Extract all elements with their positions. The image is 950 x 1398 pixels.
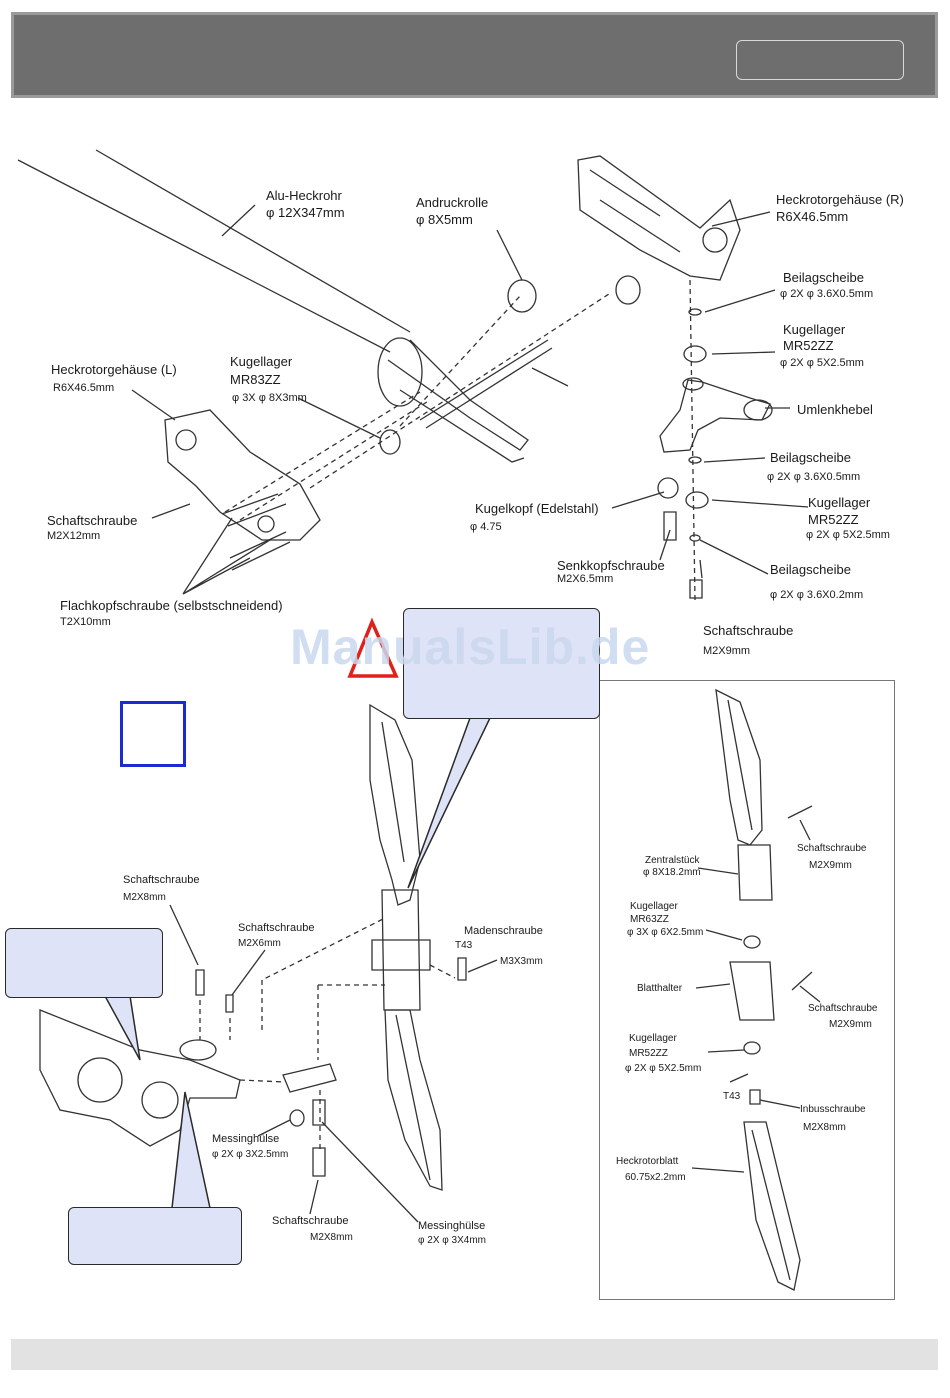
label-kugellager-mr52zz-2-type: MR52ZZ: [808, 512, 859, 527]
label-messinghuelse-1-size: φ 2X φ 3X2.5mm: [212, 1149, 289, 1160]
label-senkkopfschraube-size: M2X6.5mm: [557, 573, 614, 585]
right-housing: [577, 155, 741, 281]
tail-shaft: [419, 339, 553, 429]
label-inset-zentralstueck: Zentralstück: [645, 855, 700, 866]
label-beilagscheibe-2-size: φ 2X φ 3.6X0.5mm: [767, 471, 861, 483]
rotor-blade-top: [369, 703, 421, 906]
inset-blade-bottom: [743, 1121, 801, 1291]
label-inset-kugellager-mr52zz: Kugellager: [629, 1033, 677, 1044]
label-alu-heckrohr: Alu-Heckrohr: [266, 188, 342, 203]
label-beilagscheibe-3: Beilagscheibe: [770, 562, 851, 577]
callout-bottom-pointer: [171, 1091, 211, 1209]
label-inset-schaftschraube-2-size: M2X9mm: [829, 1019, 872, 1030]
watermark: ManualsLib.de: [290, 619, 651, 675]
label-flachkopfschraube-size: T2X10mm: [60, 616, 111, 628]
label-heckrotorgehaeuse-l: Heckrotorgehäuse (L): [51, 362, 177, 377]
rotor-hub: [381, 889, 421, 1011]
label-schaftschraube-m2x8-top: Schaftschraube: [123, 874, 200, 886]
label-messinghuelse-1: Messinghülse: [212, 1133, 280, 1145]
label-messinghuelse-2-size: φ 2X φ 3X4mm: [418, 1235, 486, 1246]
label-inset-schaftschraube-2: Schaftschraube: [808, 1003, 878, 1014]
label-beilagscheibe-3-size: φ 2X φ 3.6X0.2mm: [770, 589, 864, 601]
label-inset-heckrotorblatt-size: 60.75x2.2mm: [625, 1172, 686, 1183]
label-andruckrolle: Andruckrolle: [416, 195, 489, 210]
label-inset-kugellager-mr63zz-size: φ 3X φ 6X2.5mm: [627, 927, 704, 938]
label-kugellager-mr52zz-1-type: MR52ZZ: [783, 338, 834, 353]
footer-bar: [11, 1339, 938, 1370]
label-kugellager-mr52zz-1-size: φ 2X φ 5X2.5mm: [780, 357, 864, 369]
adhesive-hint-box: [120, 701, 186, 767]
label-kugelkopf-size: φ 4.75: [470, 521, 502, 533]
label-madenschraube-tool: T43: [455, 940, 473, 951]
umlenkhebel-art: [659, 379, 771, 453]
label-inset-inbusschraube-size: M2X8mm: [803, 1122, 846, 1133]
label-inset-zentralstueck-size: φ 8X18.2mm: [643, 867, 701, 878]
label-inset-kugellager-mr63zz-type: MR63ZZ: [630, 914, 669, 925]
label-inset-kugellager-mr52zz-size: φ 2X φ 5X2.5mm: [625, 1063, 702, 1074]
label-schaftschraube-m2x8-bottom-size: M2X8mm: [310, 1232, 353, 1243]
label-senkkopfschraube: Senkkopfschraube: [557, 558, 665, 573]
label-kugellager-mr52zz-1: Kugellager: [783, 322, 846, 337]
tail-boom: [17, 149, 411, 353]
label-inset-kugellager-mr52zz-type: MR52ZZ: [629, 1048, 668, 1059]
label-kugellager-mr83zz-type: MR83ZZ: [230, 372, 281, 387]
left-housing: [164, 409, 321, 541]
label-alu-heckrohr-size: φ 12X347mm: [266, 205, 345, 220]
label-inset-kugellager-mr63zz: Kugellager: [630, 901, 678, 912]
label-beilagscheibe-1-size: φ 2X φ 3.6X0.5mm: [780, 288, 874, 300]
label-schaftschraube-m2x12: Schaftschraube: [47, 513, 138, 528]
label-schaftschraube-m2x6-size: M2X6mm: [238, 938, 281, 949]
label-andruckrolle-size: φ 8X5mm: [416, 212, 473, 227]
label-schaftschraube-m2x9: Schaftschraube: [703, 623, 794, 638]
inset-hub: [737, 844, 773, 901]
label-schaftschraube-m2x6: Schaftschraube: [238, 922, 315, 934]
label-flachkopfschraube: Flachkopfschraube (selbstschneidend): [60, 598, 283, 613]
callout-top-pointer: [407, 717, 492, 889]
label-beilagscheibe-2: Beilagscheibe: [770, 450, 851, 465]
label-inset-inbusschraube: Inbusschraube: [800, 1104, 866, 1115]
inset-blade-top: [715, 688, 763, 846]
rotor-blade-bottom: [384, 1009, 443, 1191]
label-schaftschraube-m2x8-bottom: Schaftschraube: [272, 1215, 349, 1227]
callout-left-pointer: [103, 995, 141, 1061]
callout-bottom: [68, 1207, 242, 1265]
callout-top: [403, 608, 600, 719]
label-inset-blatthalter: Blatthalter: [637, 983, 683, 994]
label-madenschraube-size: M3X3mm: [500, 956, 543, 967]
label-kugellager-mr52zz-2: Kugellager: [808, 495, 871, 510]
label-messinghuelse-2: Messinghülse: [418, 1220, 486, 1232]
callout-left: [5, 928, 163, 998]
label-schaftschraube-m2x9-size: M2X9mm: [703, 645, 751, 657]
label-heckrotorgehaeuse-r: Heckrotorgehäuse (R): [776, 192, 904, 207]
inset-frame: [599, 680, 895, 1300]
label-heckrotorgehaeuse-l-size: R6X46.5mm: [53, 382, 115, 394]
label-kugellager-mr83zz-size: φ 3X φ 8X3mm: [232, 392, 307, 404]
label-umlenkhebel: Umlenkhebel: [797, 402, 873, 417]
label-inset-heckrotorblatt: Heckrotorblatt: [616, 1156, 679, 1167]
header-page-box: [736, 40, 904, 80]
label-kugellager-mr52zz-2-size: φ 2X φ 5X2.5mm: [806, 529, 890, 541]
label-schaftschraube-m2x12-size: M2X12mm: [47, 530, 101, 542]
label-kugelkopf: Kugelkopf (Edelstahl): [475, 501, 599, 516]
label-kugellager-mr83zz: Kugellager: [230, 354, 293, 369]
label-inset-schaftschraube-1: Schaftschraube: [797, 843, 867, 854]
label-inset-schaftschraube-1-size: M2X9mm: [809, 860, 852, 871]
label-inset-tool: T43: [723, 1091, 741, 1102]
lower-left-housing: [39, 1009, 241, 1147]
label-heckrotorgehaeuse-r-size: R6X46.5mm: [776, 209, 849, 224]
tail-boom-end: [377, 337, 423, 407]
label-madenschraube: Madenschraube: [464, 925, 543, 937]
warning-triangle-icon: [347, 617, 399, 678]
label-schaftschraube-m2x8-top-size: M2X8mm: [123, 892, 166, 903]
label-beilagscheibe-1: Beilagscheibe: [783, 270, 864, 285]
